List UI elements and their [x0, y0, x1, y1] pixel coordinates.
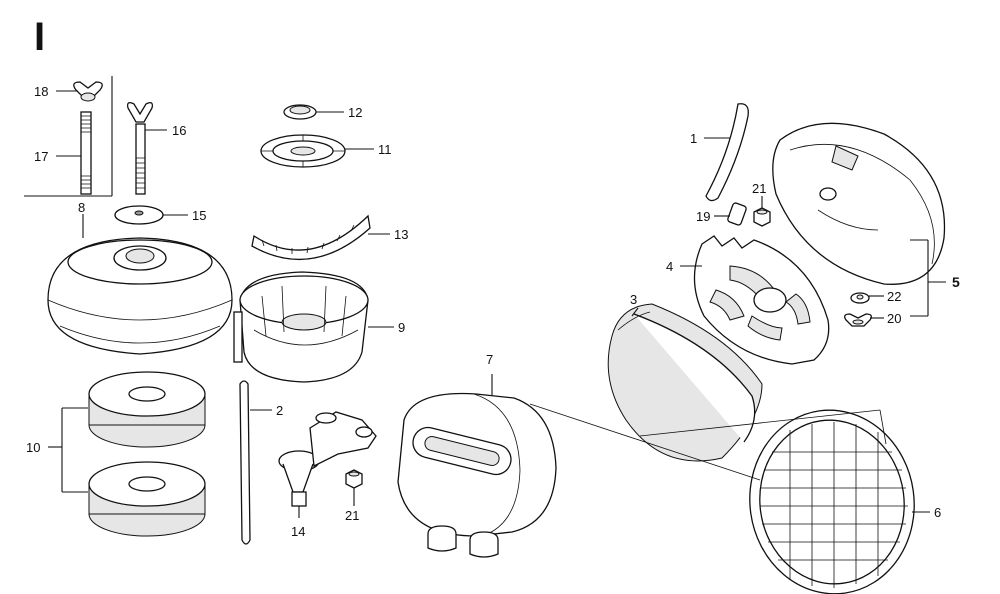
part-13-seal — [251, 214, 371, 261]
callout-5: 5 — [952, 274, 960, 290]
part-10-upper-element — [88, 371, 206, 448]
part-21-nut-lower — [345, 469, 363, 489]
callout-20: 20 — [887, 311, 901, 326]
callout-22: 22 — [887, 289, 901, 304]
callout-17: 17 — [34, 149, 48, 164]
part-17-stud — [80, 111, 92, 195]
part-15-washer — [114, 205, 164, 225]
callout-3: 3 — [630, 292, 637, 307]
bracket-5 — [910, 239, 946, 317]
callout-19: 19 — [696, 209, 710, 224]
callout-18: 18 — [34, 84, 48, 99]
part-12-grommet — [283, 104, 317, 120]
callout-21-lower: 21 — [345, 508, 359, 523]
part-1-hose — [705, 103, 749, 202]
part-21-nut-upper — [753, 207, 771, 227]
callout-16: 16 — [172, 123, 186, 138]
section-label: I — [34, 15, 45, 59]
part-14-drain-fitting — [278, 411, 377, 507]
callout-6: 6 — [934, 505, 941, 520]
part-2-tube — [239, 380, 251, 545]
callout-12: 12 — [348, 105, 362, 120]
callout-13: 13 — [394, 227, 408, 242]
part-11-plate — [260, 134, 346, 168]
bracket-10 — [48, 407, 88, 493]
callout-2: 2 — [276, 403, 283, 418]
part-3-element — [607, 303, 763, 462]
callout-14: 14 — [291, 524, 305, 539]
part-22-washer — [850, 292, 870, 304]
callout-15: 15 — [192, 208, 206, 223]
part-5-shell — [772, 122, 946, 285]
callout-8: 8 — [78, 200, 85, 215]
callout-1: 1 — [690, 131, 697, 146]
callout-11: 11 — [378, 142, 392, 157]
part-20-wing-nut — [844, 313, 872, 327]
part-19-joint — [727, 202, 747, 226]
callout-10: 10 — [26, 440, 40, 455]
callout-9: 9 — [398, 320, 405, 335]
callouts: 18 17 16 15 8 12 11 13 9 2 10 14 21 7 3 … — [26, 84, 960, 539]
reference-lines — [529, 403, 887, 481]
callout-21-upper: 21 — [752, 181, 766, 196]
callout-7: 7 — [486, 352, 493, 367]
part-4-plate — [693, 235, 830, 365]
part-7-body — [397, 392, 557, 558]
part-9-case — [233, 271, 369, 383]
part-10-lower-element — [88, 461, 206, 537]
part-6-grille — [749, 409, 915, 594]
leader-lines — [56, 90, 930, 518]
bracket-8-group — [24, 76, 113, 197]
callout-4: 4 — [666, 259, 673, 274]
part-8-cover — [47, 237, 233, 355]
part-18-wing-nut — [73, 81, 103, 102]
part-16-wing-bolt — [126, 102, 154, 195]
